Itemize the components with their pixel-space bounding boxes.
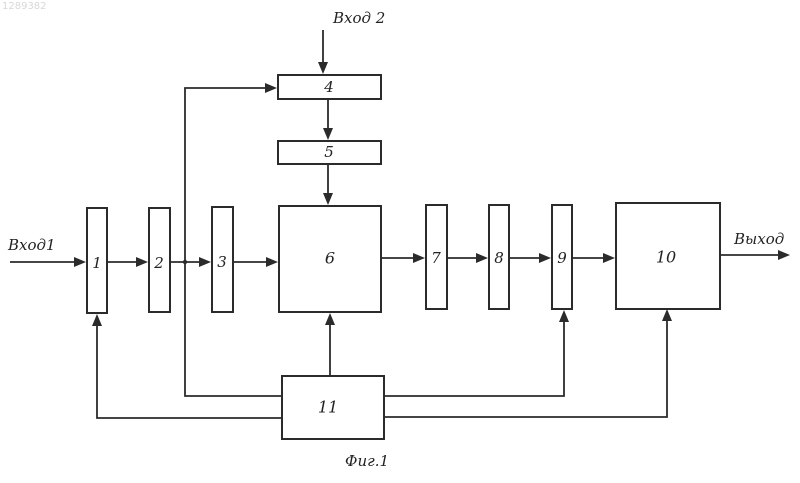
arrowhead-into-block-1-bottom <box>92 314 102 326</box>
block-5-label: 5 <box>324 143 334 161</box>
arrowhead-into-block-4-left <box>265 83 277 93</box>
arrowhead-into-block-10-bottom <box>662 309 672 321</box>
figure-caption: Фиг.1 <box>345 452 389 470</box>
block-11: 11 <box>282 376 384 439</box>
arrowhead-into-block-6-bottom <box>325 313 335 325</box>
block-9-label: 9 <box>557 249 567 267</box>
wire-block-11-to-block-9 <box>384 317 564 396</box>
block-8-label: 8 <box>494 249 504 267</box>
block-10-label: 10 <box>656 248 676 267</box>
block-2: 2 <box>149 208 170 312</box>
arrowhead-into-block-10 <box>603 253 615 263</box>
block-9: 9 <box>552 205 572 309</box>
arrowhead-into-block-1 <box>74 257 86 267</box>
arrowhead-into-block-5 <box>323 128 333 140</box>
block-6-label: 6 <box>325 249 335 268</box>
junction-dot <box>183 260 187 264</box>
block-5: 5 <box>278 141 381 164</box>
block-2-label: 2 <box>153 254 164 272</box>
block-10: 10 <box>616 203 720 309</box>
block-11-label: 11 <box>318 398 338 417</box>
block-3-label: 3 <box>217 253 227 271</box>
block-3: 3 <box>212 207 233 312</box>
arrowhead-into-block-7 <box>413 253 425 263</box>
arrowhead-output <box>778 250 790 260</box>
arrowhead-into-block-8 <box>476 253 488 263</box>
arrowhead-into-block-9 <box>539 253 551 263</box>
document-number: 1289382 <box>2 1 47 12</box>
block-4: 4 <box>278 75 381 99</box>
arrowhead-into-block-3 <box>199 257 211 267</box>
block-1: 1 <box>87 208 107 313</box>
block-4-label: 4 <box>323 78 334 96</box>
block-1-label: 1 <box>92 254 102 272</box>
input2-label: Вход 2 <box>332 9 385 27</box>
block-8: 8 <box>489 205 509 309</box>
block-6: 6 <box>279 206 381 312</box>
wire-block-11-to-block-1 <box>97 321 282 418</box>
arrowhead-into-block-2 <box>136 257 148 267</box>
arrowhead-into-block-6-top <box>323 193 333 205</box>
output-label: Выход <box>733 230 784 248</box>
input1-label: Вход1 <box>7 236 56 254</box>
block-7: 7 <box>426 205 447 309</box>
arrowhead-into-block-9-bottom <box>559 310 569 322</box>
arrowhead-into-block-4-top <box>318 62 328 74</box>
block-7-label: 7 <box>431 249 441 267</box>
wire-block-11-to-block-10 <box>384 316 667 417</box>
arrowhead-into-block-6 <box>266 257 278 267</box>
